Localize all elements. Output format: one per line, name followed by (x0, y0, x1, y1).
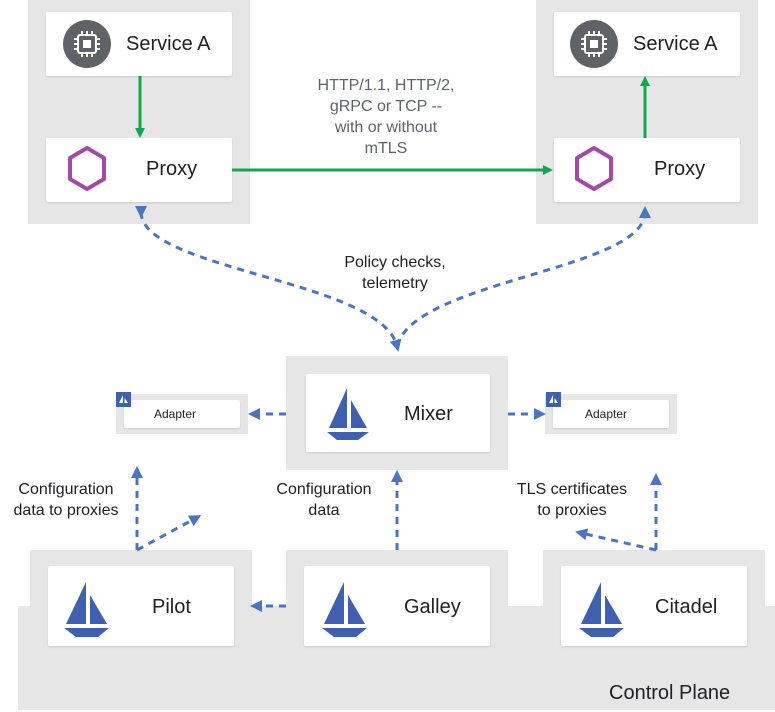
config-proxies-note: Configuration data to proxies (13, 481, 119, 519)
galley-label: Galley (404, 596, 461, 618)
adapter-right-label: Adapter (585, 407, 628, 421)
sail-icon (116, 392, 131, 407)
sail-icon (327, 388, 369, 440)
control-plane-label: Control Plane (609, 682, 731, 704)
left-proxy-card[interactable] (46, 138, 232, 202)
tls-note: TLS certificates to proxies (516, 481, 628, 519)
right-service-label: Service A (633, 33, 718, 55)
policy-curve-right (395, 206, 651, 347)
pilot-label: Pilot (152, 596, 191, 618)
hexagon-icon (575, 146, 613, 191)
pilot-diag-arrow (136, 515, 202, 552)
adapter-left-label: Adapter (154, 407, 197, 421)
left-service-label: Service A (126, 33, 211, 55)
sail-icon (546, 392, 561, 407)
citadel-label: Citadel (655, 596, 718, 618)
adapter-right-card[interactable] (553, 400, 669, 428)
policy-note: Policy checks, telemetry (344, 254, 446, 292)
left-proxy-label: Proxy (146, 158, 198, 180)
chip-icon (570, 20, 618, 68)
hexagon-icon (68, 146, 106, 191)
mixer-label: Mixer (404, 403, 453, 425)
adapter-left-card[interactable] (124, 400, 240, 428)
chip-icon (63, 20, 111, 68)
config-data-note: Configuration data (276, 481, 372, 519)
sail-icon (322, 582, 367, 637)
sail-icon (64, 582, 109, 637)
policy-curve-left (134, 205, 402, 352)
traffic-note: HTTP/1.1, HTTP/2, gRPC or TCP -- with or… (317, 77, 455, 157)
right-proxy-card[interactable] (554, 138, 740, 202)
citadel-diag-arrow (575, 528, 657, 552)
sail-icon (579, 582, 624, 637)
right-proxy-label: Proxy (654, 158, 706, 180)
